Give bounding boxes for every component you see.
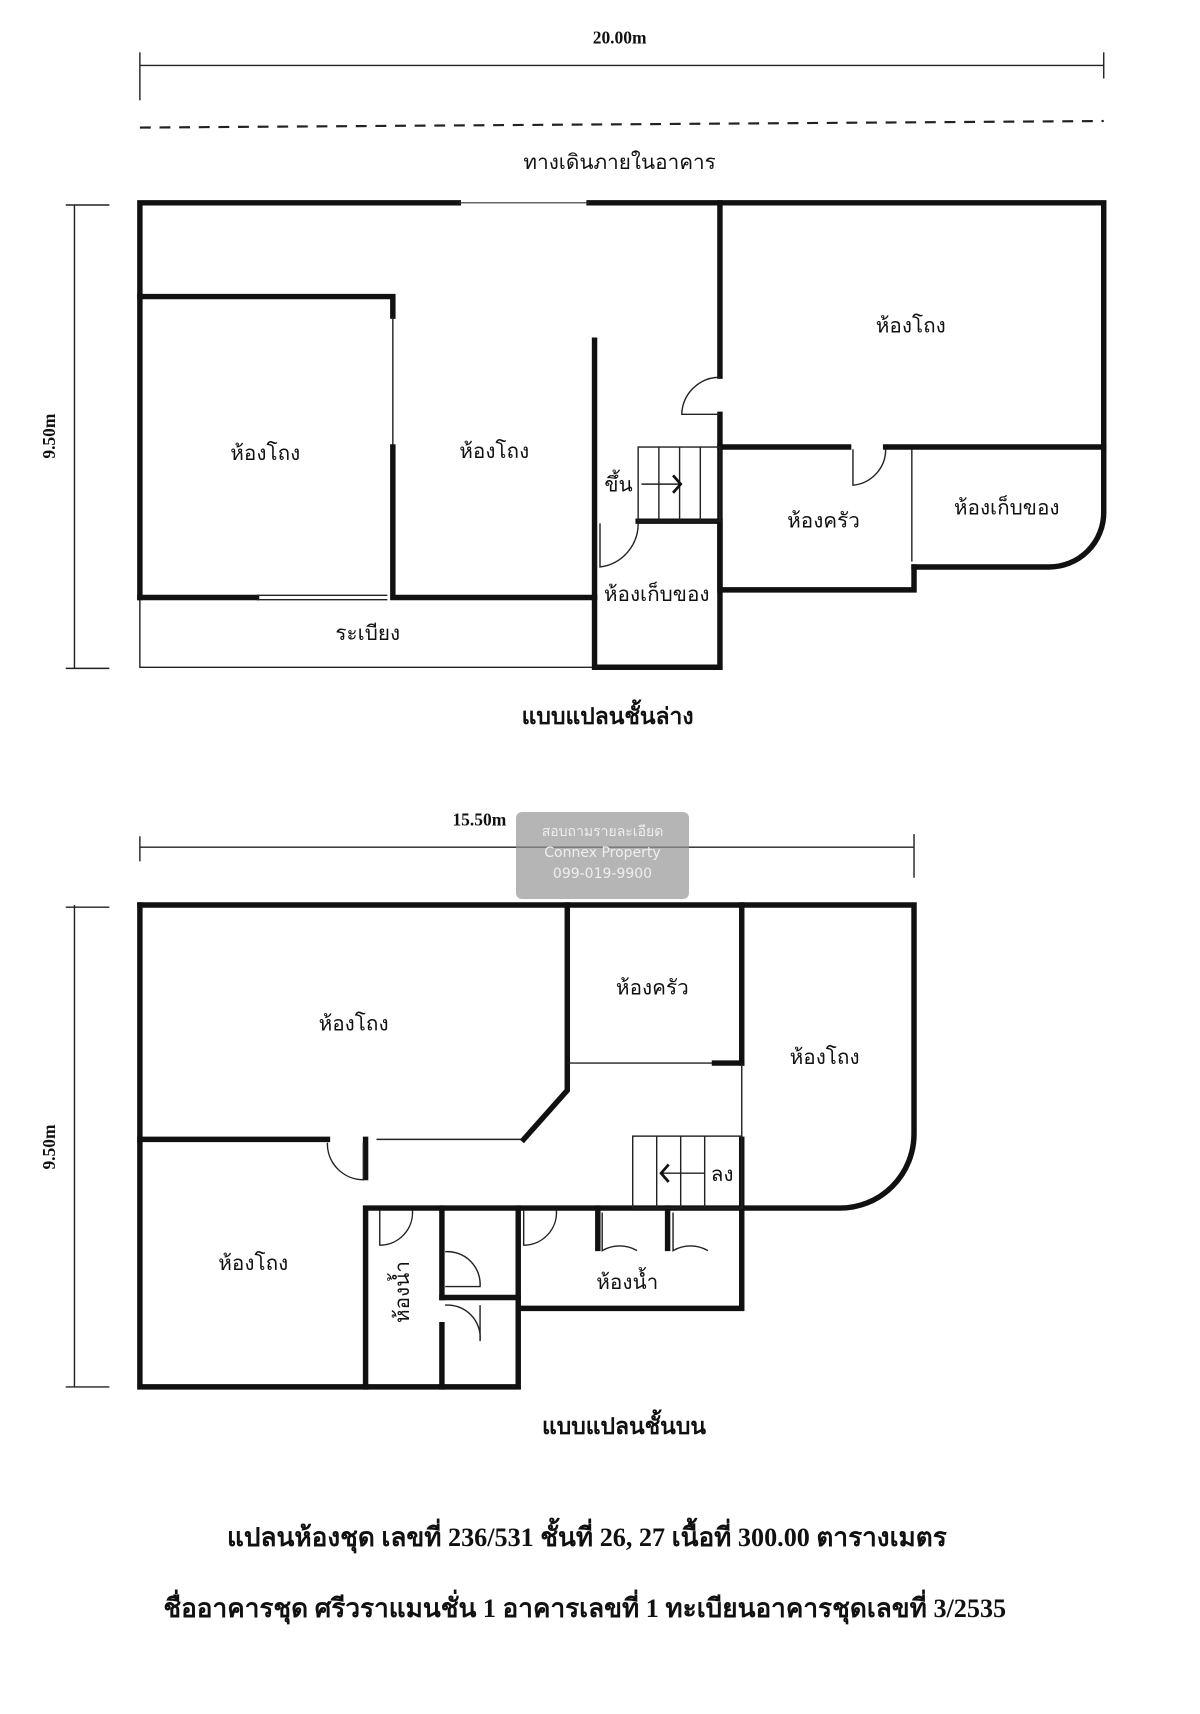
room-label: ห้องโถง xyxy=(319,1011,389,1035)
height-dimension-label: 9.50m xyxy=(39,413,59,459)
room-label: ห้องโถง xyxy=(876,314,946,338)
arrow-right-icon xyxy=(672,474,683,494)
width-dimension-label: 20.00m xyxy=(593,28,647,48)
room-label: ห้องโถง xyxy=(218,1251,288,1275)
room-label: ห้องน้ำ xyxy=(387,1261,414,1323)
height-dimension-label: 9.50m xyxy=(39,1124,59,1170)
room-label: ห้องเก็บของ xyxy=(954,494,1060,520)
corridor-label: ทางเดินภายในอาคาร xyxy=(523,150,715,174)
watermark: สอบถามรายละเอียด Connex Property 099-019… xyxy=(516,812,689,899)
upper-floor-caption: แบบแปลนชั้นบน xyxy=(542,1409,706,1439)
dimension-width-lower: 20.00m xyxy=(139,28,1105,101)
corridor-dashed-line xyxy=(139,119,1104,129)
watermark-line: Connex Property xyxy=(544,845,661,861)
building-info-title: ชื่ออาคารชุด ศรีวราแมนชั่น 1 อาคารเลขที่… xyxy=(163,1589,1006,1625)
walls-lower xyxy=(137,200,1107,671)
arrow-left-icon xyxy=(659,1163,670,1183)
dimension-height-lower: 9.50m xyxy=(39,204,110,670)
width-dimension-label: 15.50m xyxy=(452,809,506,829)
room-label: ระเบียง xyxy=(335,622,400,645)
room-label: ห้องเก็บของ xyxy=(604,580,710,606)
stair-label: ขึ้น xyxy=(604,470,632,497)
room-label: ห้องโถง xyxy=(459,439,529,463)
room-label: ห้องโถง xyxy=(790,1045,860,1069)
room-label: ห้องครัว xyxy=(616,977,689,999)
walls-upper xyxy=(137,902,917,1390)
staircase-upper xyxy=(632,1135,743,1209)
room-label: ห้องน้ำ xyxy=(596,1267,658,1294)
lower-floor-plan: 20.00m ทางเดินภายในอาคาร 9.50m xyxy=(39,28,1107,729)
staircase-lower xyxy=(637,446,721,522)
unit-info-title: แปลนห้องชุด เลขที่ 236/531 ชั้นที่ 26, 2… xyxy=(227,1517,947,1554)
lower-floor-caption: แบบแปลนชั้นล่าง xyxy=(522,699,694,729)
watermark-line: สอบถามรายละเอียด xyxy=(541,824,664,840)
doors-upper xyxy=(326,1142,709,1342)
watermark-phone: 099-019-9900 xyxy=(552,866,653,882)
room-label: ห้องโถง xyxy=(230,441,300,465)
room-label: ห้องครัว xyxy=(787,511,860,533)
dimension-height-upper: 9.50m xyxy=(39,904,110,1388)
stair-label: ลง xyxy=(711,1164,734,1186)
upper-floor-plan: 15.50m 9.50m xyxy=(39,809,917,1439)
doors-lower xyxy=(599,376,887,568)
